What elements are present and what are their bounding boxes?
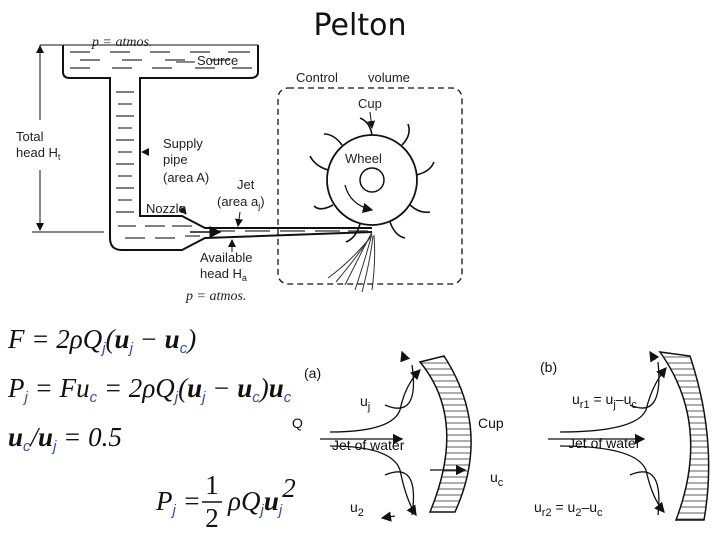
control-volume-box (277, 87, 463, 285)
equation-max-power: Pj = 1 2 ρQjuj2 (155, 470, 296, 533)
control-label: Control (296, 70, 338, 85)
head-dimension-lines (32, 44, 243, 233)
wheel-label: Wheel (345, 151, 382, 166)
jet-area-label: (area aj) (217, 194, 265, 211)
nozzle-label: Nozzle (146, 201, 186, 216)
volume-label: volume (368, 70, 410, 85)
figure-a (320, 350, 472, 522)
equation-ratio: uc/uj = 0.5 (8, 422, 122, 455)
source-label: Source (197, 53, 238, 68)
fig-b-ur1-label: ur1 = uj–uc (572, 391, 637, 411)
fig-a-cup-label: Cup (478, 415, 504, 431)
fig-a-q-label: Q (292, 415, 303, 431)
p-atmos-top-label: p = atmos. (91, 35, 152, 50)
equation-power: Pj = Fuc = 2ρQj(uj − uc)uc (7, 373, 292, 406)
jet-label: Jet (237, 177, 255, 192)
slide-title: Pelton (313, 8, 407, 43)
fig-b-label: (b) (540, 359, 557, 375)
fig-a-uj-label: uj (360, 393, 370, 413)
pipe-label: pipe (163, 152, 188, 167)
supply-label: Supply (163, 136, 203, 151)
fig-a-label: (a) (304, 365, 321, 381)
cup-label: Cup (358, 96, 382, 111)
fig-a-jet-label: Jet of water (332, 437, 405, 453)
fig-a-uc-label: uc (490, 469, 504, 489)
equation-force: F = 2ρQj(uj − uc) (7, 324, 196, 357)
area-a-label: (area A) (163, 170, 209, 185)
total-label: Total (16, 129, 44, 144)
svg-text:1: 1 (205, 470, 219, 500)
svg-text:Pj =: Pj = (155, 486, 201, 519)
fig-b-jet-label: Jet of water (568, 435, 641, 451)
reservoir-and-pipe (62, 44, 376, 293)
head-ht-label: head Ht (16, 145, 61, 162)
head-ha-label: head Ha (200, 266, 247, 283)
p-atmos-bottom-label: p = atmos. (185, 289, 246, 304)
fig-b-ur2-label: ur2 = u2–uc (534, 499, 603, 519)
svg-text:ρQjuj2: ρQjuj2 (227, 473, 296, 519)
pelton-wheel (309, 111, 435, 243)
svg-text:2: 2 (205, 503, 219, 533)
available-label: Available (200, 250, 253, 265)
figure-b (548, 350, 710, 521)
fig-a-u2-label: u2 (350, 499, 364, 519)
